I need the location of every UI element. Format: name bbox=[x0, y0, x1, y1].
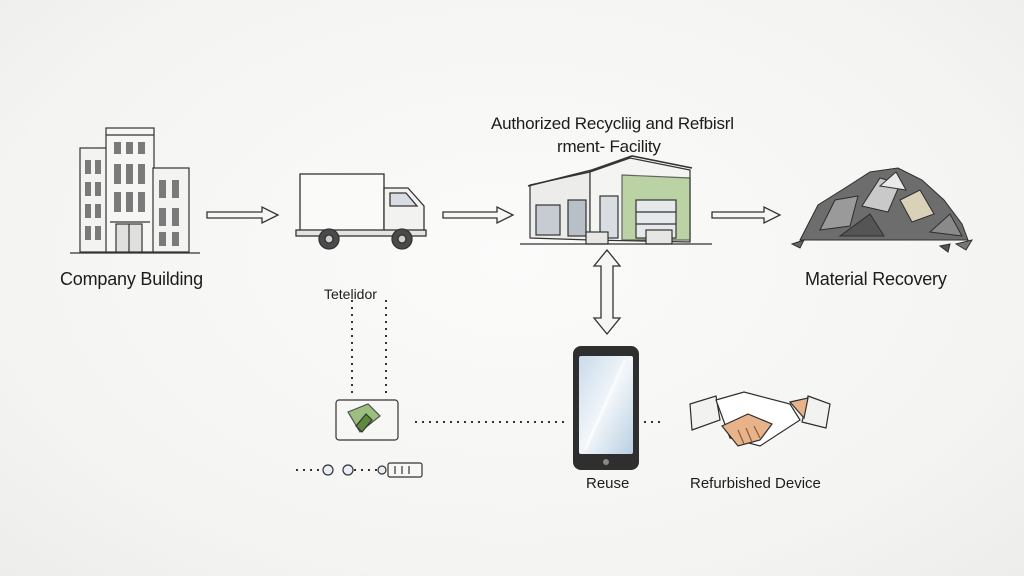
facility-label-line2: rment- Facility bbox=[557, 137, 661, 156]
company-building-label: Company Building bbox=[60, 269, 203, 289]
arrow-facility-to-material bbox=[711, 205, 782, 225]
reuse-label: Reuse bbox=[586, 475, 630, 492]
arrow-company-to-transport bbox=[206, 205, 280, 225]
transport-label: Tetelidor bbox=[324, 286, 377, 302]
office-building-icon bbox=[70, 127, 200, 254]
scrap-pile-icon bbox=[790, 167, 974, 253]
delivery-truck-icon bbox=[295, 173, 427, 250]
arrow-transport-to-facility bbox=[442, 205, 515, 225]
facility-label-line1: Authorized Recycliig and Refbisrl bbox=[491, 114, 734, 133]
dotted-connector-transport bbox=[296, 300, 662, 471]
recycling-facility-icon bbox=[520, 155, 712, 245]
smartphone-icon bbox=[573, 346, 639, 470]
bidirectional-arrow-facility-reuse bbox=[592, 248, 622, 336]
tracking-card-icon bbox=[322, 399, 423, 478]
handshake-icon bbox=[689, 391, 831, 447]
refurbished-device-label: Refurbished Device bbox=[690, 475, 821, 492]
material-recovery-label: Material Recovery bbox=[805, 269, 947, 289]
